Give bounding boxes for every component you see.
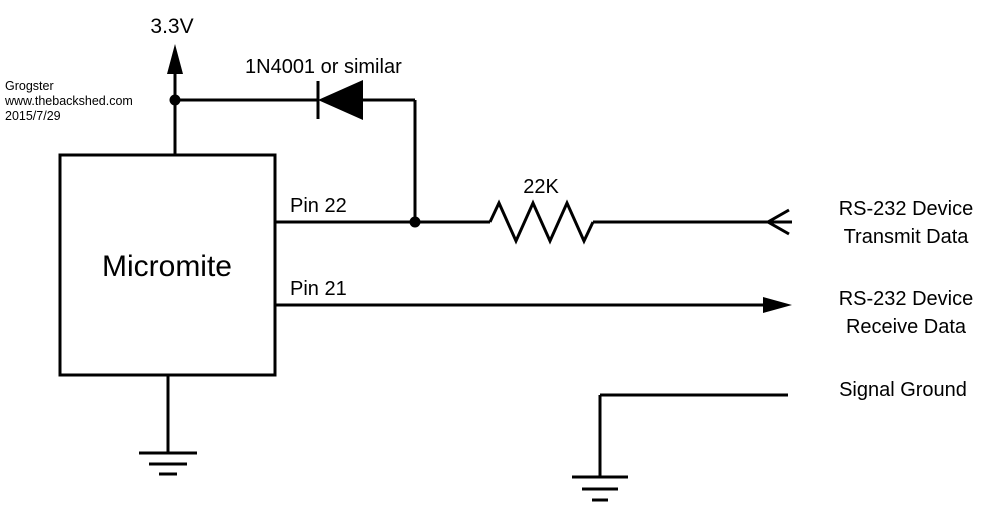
receive-label-line2: Receive Data xyxy=(846,316,967,338)
watermark: Grogster www.thebackshed.com 2015/7/29 xyxy=(4,79,133,123)
ground-symbol-chip xyxy=(139,451,197,476)
power-arrow-icon xyxy=(167,44,183,74)
transmit-arrow-icon xyxy=(764,208,790,236)
pin21-label: Pin 21 xyxy=(290,278,347,300)
chip: Micromite xyxy=(58,153,277,377)
watermark-author: Grogster xyxy=(5,79,54,93)
signal-ground-path: Signal Ground xyxy=(572,379,967,502)
transmit-label-line2: Transmit Data xyxy=(844,226,970,248)
receive-label-line1: RS-232 Device xyxy=(839,288,974,310)
diode-anode-triangle xyxy=(318,80,363,120)
receive-arrow-icon xyxy=(763,297,792,313)
chip-label: Micromite xyxy=(102,250,232,283)
power-label: 3.3V xyxy=(150,15,193,38)
chip-ground-path xyxy=(139,375,197,476)
pin22-label: Pin 22 xyxy=(290,195,347,217)
diode-label: 1N4001 or similar xyxy=(245,56,402,78)
junction-dot-pin22 xyxy=(409,216,421,228)
watermark-date: 2015/7/29 xyxy=(5,109,61,123)
power-3v3-node: 3.3V xyxy=(150,15,194,155)
resistor-symbol xyxy=(488,199,595,245)
watermark-site: www.thebackshed.com xyxy=(4,94,133,108)
diode-branch: 1N4001 or similar xyxy=(175,56,417,222)
signal-ground-label: Signal Ground xyxy=(839,379,967,401)
resistor-label: 22K xyxy=(523,176,559,198)
ground-symbol-signal xyxy=(572,475,628,502)
diode-symbol xyxy=(316,80,363,120)
pin21-receive-path: Pin 21 RS-232 Device Receive Data xyxy=(275,278,973,338)
pin22-transmit-path: Pin 22 22K RS-232 Device Transmit Data xyxy=(275,176,973,248)
transmit-label-line1: RS-232 Device xyxy=(839,198,974,220)
